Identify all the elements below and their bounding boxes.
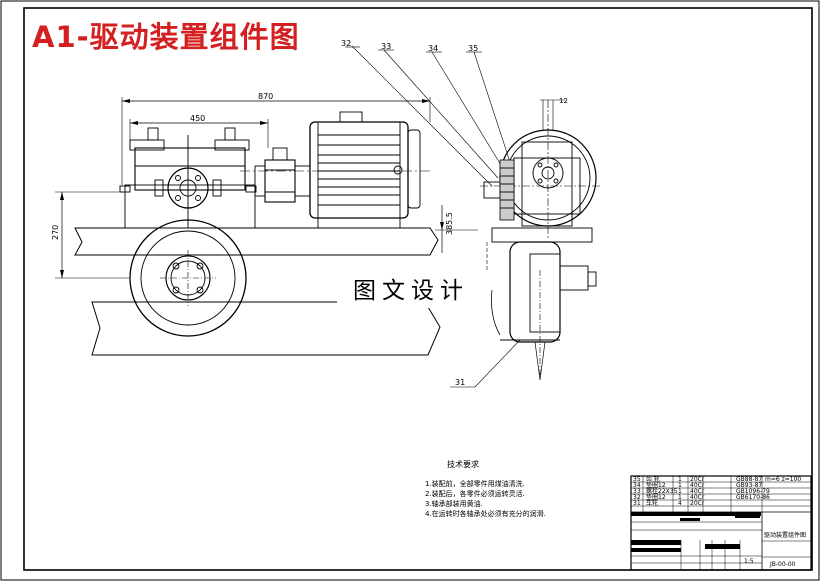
tech-item: 2.装配后，各零件必须运转灵活. xyxy=(425,490,525,498)
part-name: 螺栓22X35 xyxy=(646,488,678,495)
title-block-scale: 1:5 xyxy=(744,558,754,565)
dim-height-left: 270 xyxy=(51,225,60,240)
part-name: 齿 轮 xyxy=(646,476,660,483)
part-std: GB6170-86 xyxy=(736,494,770,501)
part-material: 40Cr xyxy=(690,488,705,495)
part-material: 40Cr xyxy=(690,494,705,501)
balloon-35: 35 xyxy=(468,44,478,53)
part-note: m=6 z=100 xyxy=(765,476,802,483)
title-block-drawing-no: JB-00-00 xyxy=(770,561,796,568)
part-qty: 4 xyxy=(678,500,682,507)
part-name: 车轮 xyxy=(646,500,659,507)
drawing-title: A1-驱动装置组件图 xyxy=(32,20,300,54)
part-std: GB93-87 xyxy=(736,482,763,489)
part-qty: 1 xyxy=(678,476,682,483)
dim-reducer-length: 450 xyxy=(190,114,205,123)
dim-small-width: 12 xyxy=(559,97,568,105)
tech-item: 3.轴承部装用黄油. xyxy=(425,500,483,508)
part-qty: 1 xyxy=(678,482,682,489)
part-std: GB88-87 xyxy=(736,476,763,483)
dim-height-right: 385.5 xyxy=(445,212,454,235)
part-material: 20Cr xyxy=(690,476,705,483)
part-no: 33 xyxy=(633,488,641,495)
balloon-33: 33 xyxy=(381,42,391,51)
balloon-31: 31 xyxy=(455,378,465,387)
part-no: 35 xyxy=(633,476,641,483)
part-name: 垫圈12 xyxy=(646,482,666,489)
balloon-32: 32 xyxy=(341,39,351,48)
part-qty: 1 xyxy=(678,494,682,501)
part-qty: 1 xyxy=(678,488,682,495)
part-std: GB1096-79 xyxy=(736,488,770,495)
part-material: 20Cr xyxy=(690,500,705,507)
part-no: 34 xyxy=(633,482,641,489)
tech-item: 1.装配前，全部零件用煤油清洗. xyxy=(425,480,525,488)
watermark-text: 图文设计 xyxy=(337,274,485,308)
part-no: 32 xyxy=(633,494,641,501)
dim-overall-length: 870 xyxy=(258,92,273,101)
tech-item: 4.在运转时各轴承处必须有充分的润滑. xyxy=(425,510,546,518)
drawing-lines xyxy=(55,45,812,571)
part-no: 31 xyxy=(633,500,641,507)
part-material: 40Cr xyxy=(690,482,705,489)
inner-border xyxy=(23,7,813,571)
tech-heading: 技术要求 xyxy=(447,460,479,469)
title-block-drawing-name: 驱动装置组件图 xyxy=(764,532,807,539)
balloon-34: 34 xyxy=(428,44,438,53)
part-name: 垫圈12 xyxy=(646,494,666,501)
